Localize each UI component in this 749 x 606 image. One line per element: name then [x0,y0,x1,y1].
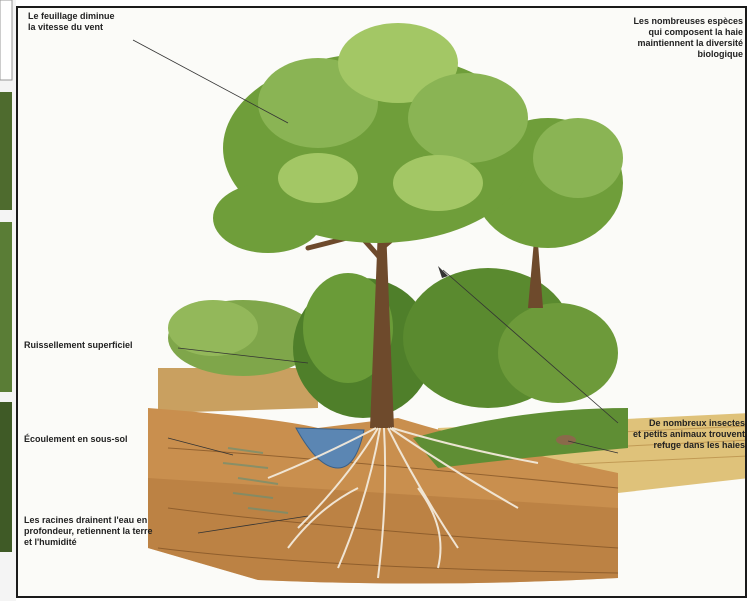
label-racines: Les racines drainent l'eau en profondeur… [24,515,153,548]
hedge-illustration: Le feuillage diminue la vitesse du vent … [16,6,747,598]
label-ruissellement: Ruissellement superficiel [24,340,133,351]
left-thumbnail-strip [0,0,16,601]
label-especes: Les nombreuses espèces qui composent la … [558,16,743,60]
hedge-scene [18,8,747,598]
label-insectes: De nombreux insectes et petits animaux t… [588,418,745,451]
label-ecoulement: Écoulement en sous-sol [24,434,128,445]
thumbnail-images [0,0,16,601]
label-feuillage: Le feuillage diminue la vitesse du vent [28,11,115,33]
